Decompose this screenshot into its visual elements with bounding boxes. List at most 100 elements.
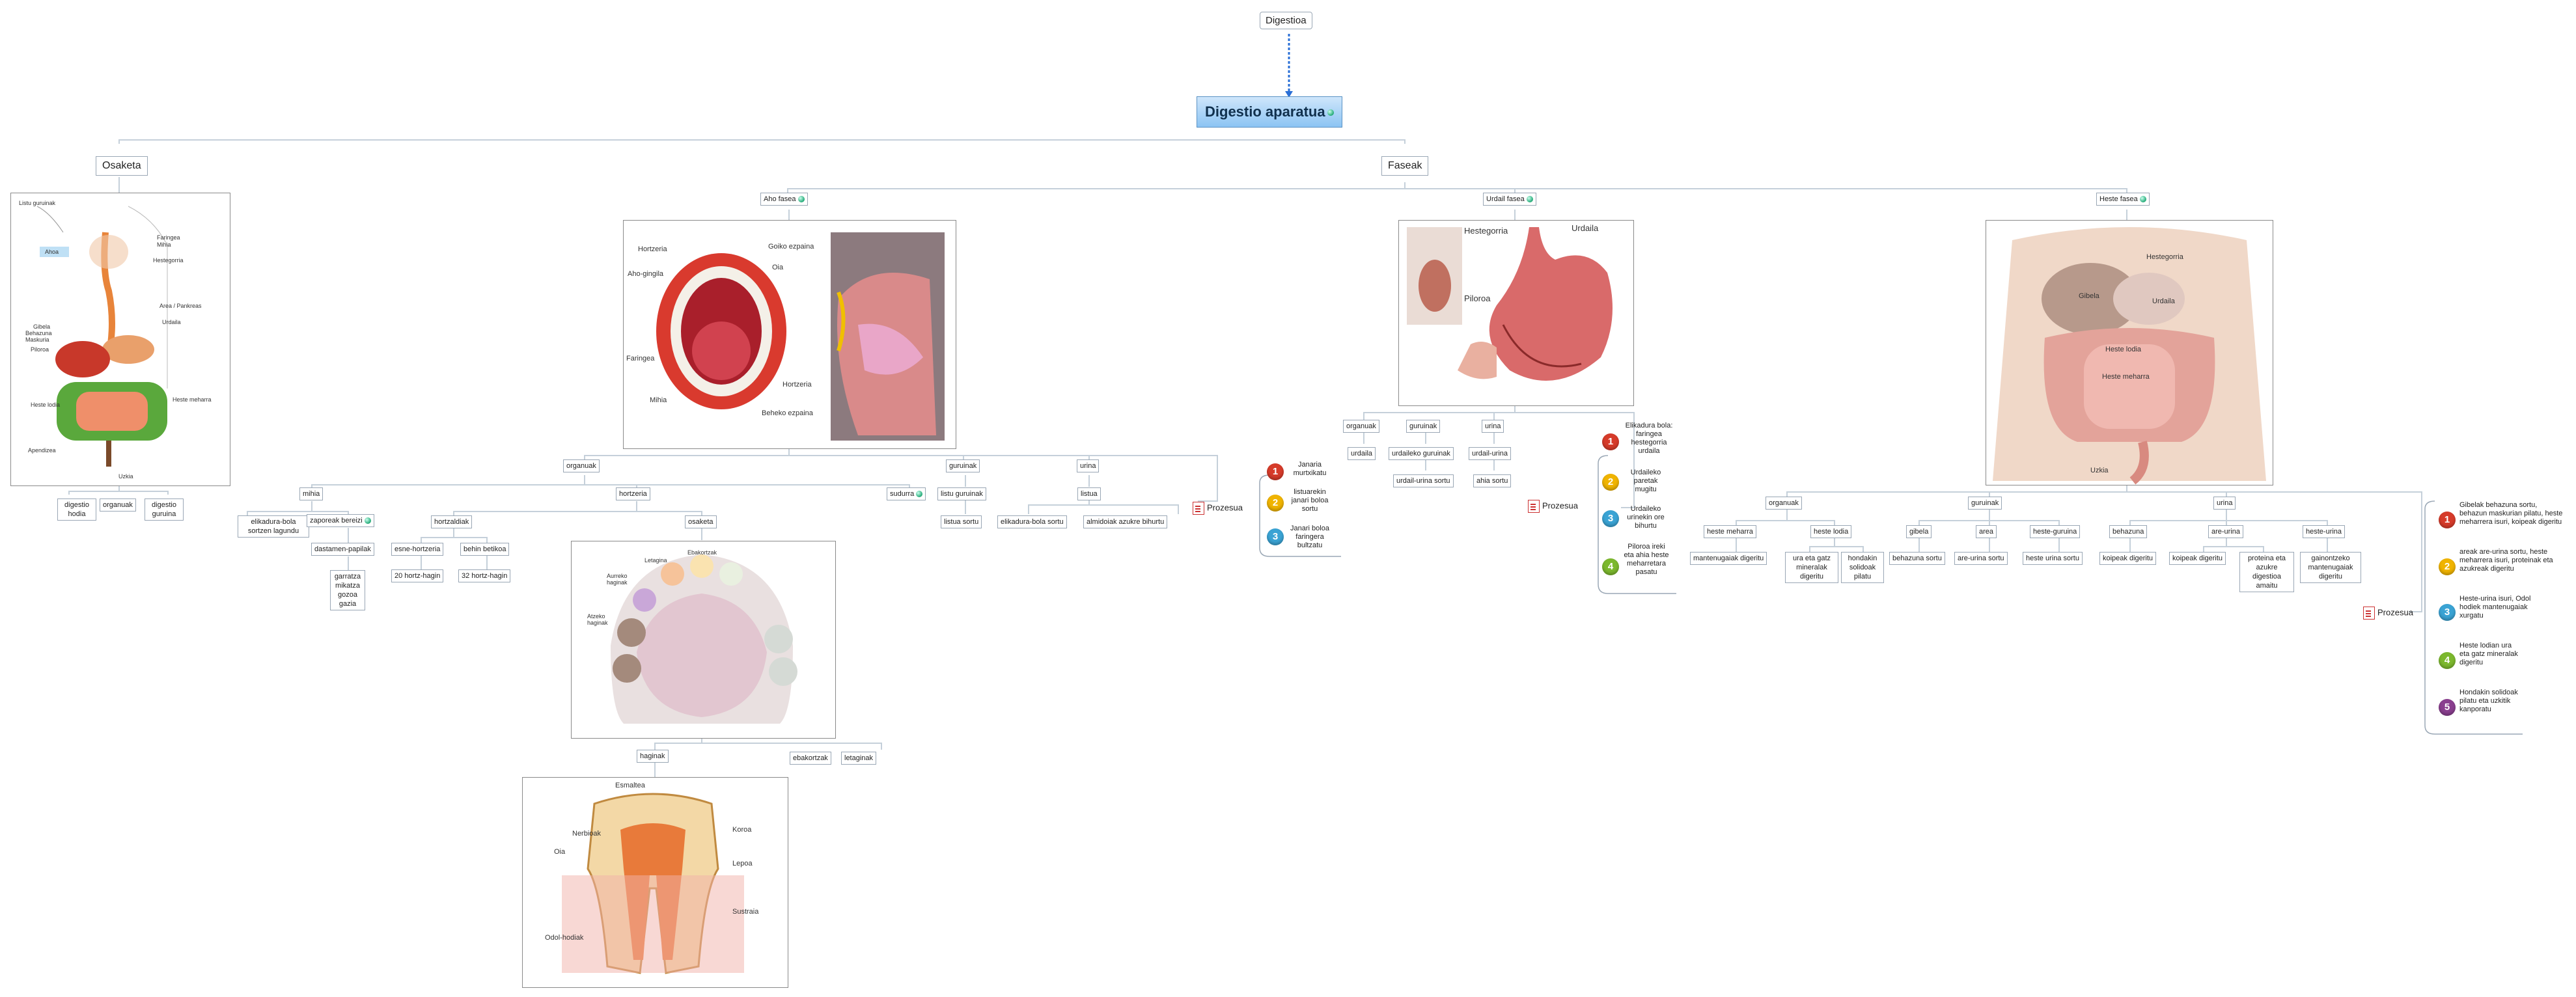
node-organuak-aho[interactable]: organuak	[563, 459, 600, 472]
step-1-icon: 1	[1602, 433, 1619, 450]
node-urdaileko-guruinak[interactable]: urdaileko guruinak	[1389, 447, 1454, 460]
label-faringea: Faringea	[157, 234, 180, 241]
node-hondakin-solidoak[interactable]: hondakin solidoak pilatu	[1841, 552, 1884, 583]
node-zaporeak[interactable]: garratza mikatza gozoa gazia	[330, 570, 365, 610]
node-mantenugaiak-digeritu[interactable]: mantenugaiak digeritu	[1690, 552, 1767, 565]
node-urdail-urina-sortu[interactable]: urdail-urina sortu	[1393, 474, 1454, 487]
label-heste-meharra: Heste meharra	[173, 396, 212, 403]
node-heste-meharra[interactable]: heste meharra	[1704, 525, 1756, 538]
globe-icon	[1327, 109, 1334, 116]
heste-prozesua-label: Prozesua	[2377, 607, 2413, 618]
node-area[interactable]: area	[1976, 525, 1997, 538]
label-urdaila: Urdaila	[162, 319, 181, 325]
mouth-image: Hortzeria Goiko ezpaina Aho-gingila Oia …	[623, 220, 956, 449]
label-piloroa: Piloroa	[31, 346, 49, 353]
node-elikadura-bola-lagundu[interactable]: elikadura-bola sortzen lagundu	[238, 515, 309, 538]
node-organuak-urdail[interactable]: organuak	[1343, 420, 1379, 433]
node-urina-heste[interactable]: urina	[2213, 497, 2236, 510]
node-proteina-azukre[interactable]: proteina eta azukre digestioa amaitu	[2239, 552, 2294, 592]
node-organuak-heste[interactable]: organuak	[1766, 497, 1802, 510]
node-guruinak-aho[interactable]: guruinak	[946, 459, 980, 472]
label-area-pankreas: Area / Pankreas	[159, 303, 202, 309]
node-listu-guruinak[interactable]: listu guruinak	[937, 487, 986, 500]
globe-icon	[1526, 196, 1533, 203]
label-heste-lodia: Heste lodia	[31, 402, 61, 408]
node-organuak-osaketa[interactable]: organuak	[100, 498, 136, 512]
node-32-hortz-hagin[interactable]: 32 hortz-hagin	[458, 569, 511, 582]
node-gainontzeko[interactable]: gainontzeko mantenugaiak digeritu	[2300, 552, 2361, 583]
node-esne-hortzeria[interactable]: esne-hortzeria	[391, 543, 444, 556]
top-label[interactable]: Digestioa	[1260, 12, 1312, 29]
node-20-hortz-hagin[interactable]: 20 hortz-hagin	[391, 569, 444, 582]
node-are-urina-sortu[interactable]: are-urina sortu	[1954, 552, 2008, 565]
node-hortzeria[interactable]: hortzeria	[616, 487, 650, 500]
node-zaporeak-bereizi[interactable]: zaporeak bereizi	[307, 514, 374, 527]
node-heste-fasea[interactable]: Heste fasea	[2096, 193, 2150, 206]
label-maskuria: Maskuria	[25, 336, 49, 343]
label-lepoa: Lepoa	[732, 860, 753, 867]
node-hortzaldiak[interactable]: hortzaldiak	[431, 515, 473, 528]
branch-osaketa[interactable]: Osaketa	[96, 156, 148, 176]
node-aho-fasea[interactable]: Aho fasea	[760, 193, 808, 206]
node-almidoiak[interactable]: almidoiak azukre bihurtu	[1083, 515, 1168, 528]
node-letaginak[interactable]: letaginak	[841, 752, 877, 765]
step-5-icon: 5	[2439, 699, 2456, 716]
label-odol-hodiak: Odol-hodiak	[545, 934, 584, 942]
node-behazuna-sortu[interactable]: behazuna sortu	[1889, 552, 1945, 565]
heste-prozesua[interactable]: Prozesua	[2363, 607, 2413, 620]
node-listua-sortu[interactable]: listua sortu	[941, 515, 982, 528]
aho-prozesua-label: Prozesua	[1207, 502, 1243, 513]
node-dastamen-papilak[interactable]: dastamen-papilak	[311, 543, 374, 556]
node-urdaila[interactable]: urdaila	[1348, 447, 1376, 460]
node-urdail-urina[interactable]: urdail-urina	[1469, 447, 1512, 460]
label-esmaltea: Esmaltea	[615, 782, 645, 789]
zaporeak-label: zaporeak bereizi	[310, 517, 363, 525]
node-listua[interactable]: listua	[1077, 487, 1101, 500]
node-haginak[interactable]: haginak	[637, 750, 669, 763]
node-guruinak-urdail[interactable]: guruinak	[1406, 420, 1441, 433]
label-oia: Oia	[772, 264, 784, 271]
node-heste-lodia[interactable]: heste lodia	[1810, 525, 1852, 538]
node-osaketa-hortz[interactable]: osaketa	[685, 515, 717, 528]
node-koipeak-digeritu-2[interactable]: koipeak digeritu	[2169, 552, 2226, 565]
node-heste-urina[interactable]: heste-urina	[2303, 525, 2346, 538]
stomach-image: Hestegorria Urdaila Piloroa	[1398, 220, 1634, 406]
node-urdail-fasea[interactable]: Urdail fasea	[1483, 193, 1536, 206]
node-heste-urina-sortu[interactable]: heste urina sortu	[2023, 552, 2083, 565]
urdail-step-4: Piloroa ireki eta ahia heste meharretara…	[1624, 543, 1669, 576]
node-digestio-hodia[interactable]: digestio hodia	[57, 498, 96, 521]
node-behin-betikoa[interactable]: behin betikoa	[460, 543, 510, 556]
label-nerbioak: Nerbioak	[572, 830, 602, 838]
node-behazuna[interactable]: behazuna	[2109, 525, 2148, 538]
node-sudurra[interactable]: sudurra	[887, 487, 926, 500]
label-atzeko-haginak: Atzeko haginak	[587, 613, 608, 626]
node-mihia[interactable]: mihia	[299, 487, 324, 500]
step-4-icon: 4	[2439, 652, 2456, 669]
node-ebakortzak[interactable]: ebakortzak	[790, 752, 831, 765]
node-urina-aho[interactable]: urina	[1077, 459, 1100, 472]
label-apendizea: Apendizea	[28, 447, 56, 454]
node-are-urina[interactable]: are-urina	[2208, 525, 2244, 538]
root-topic[interactable]: Digestio aparatua	[1197, 96, 1342, 128]
node-heste-guruina[interactable]: heste-guruina	[2030, 525, 2081, 538]
label-goiko-ezpaina: Goiko ezpaina	[768, 243, 814, 251]
aho-fasea-label: Aho fasea	[764, 195, 796, 203]
tooth-image: Esmaltea Koroa Nerbioak Oia Lepoa Sustra…	[522, 777, 788, 988]
label-urdaila-heste: Urdaila	[2152, 297, 2175, 305]
label-ebakortzak-img: Ebakortzak	[687, 549, 717, 556]
branch-faseak[interactable]: Faseak	[1381, 156, 1429, 176]
document-icon	[1193, 502, 1204, 515]
step-3-icon: 3	[1602, 510, 1619, 527]
node-ahia-sortu[interactable]: ahia sortu	[1473, 474, 1512, 487]
aho-prozesua[interactable]: Prozesua	[1193, 502, 1243, 515]
node-elikadura-bola-sortu[interactable]: elikadura-bola sortu	[997, 515, 1067, 528]
urdail-prozesua[interactable]: Prozesua	[1528, 500, 1578, 513]
node-digestio-guruina[interactable]: digestio guruina	[145, 498, 184, 521]
node-urina-urdail[interactable]: urina	[1482, 420, 1504, 433]
node-gibela[interactable]: gibela	[1906, 525, 1932, 538]
node-ura-eta-gatz[interactable]: ura eta gatz mineralak digeritu	[1785, 552, 1838, 583]
node-guruinak-heste[interactable]: guruinak	[1968, 497, 2002, 510]
node-koipeak-digeritu-1[interactable]: koipeak digeritu	[2099, 552, 2157, 565]
urdail-step-3: Urdaileko urinekin ore bihurtu	[1627, 505, 1665, 530]
label-behazuna: Behazuna	[25, 330, 52, 336]
